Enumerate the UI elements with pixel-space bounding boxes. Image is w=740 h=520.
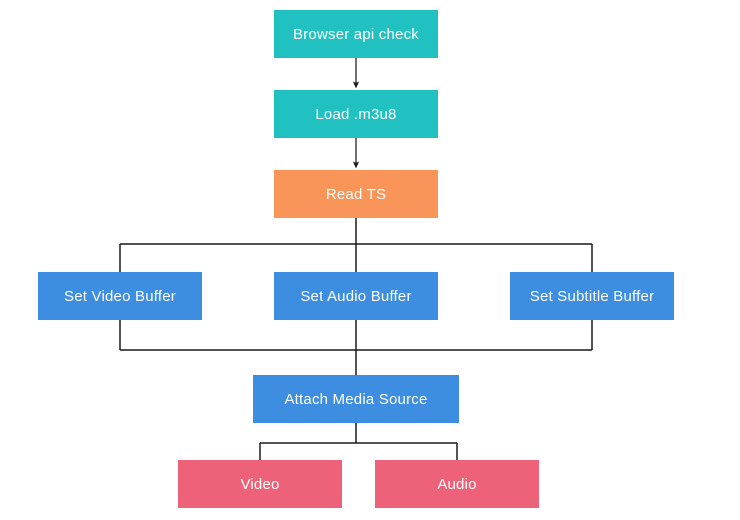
node-video[interactable]: Video	[178, 460, 342, 508]
node-audio[interactable]: Audio	[375, 460, 539, 508]
node-set-subtitle-buffer[interactable]: Set Subtitle Buffer	[510, 272, 674, 320]
node-read-ts[interactable]: Read TS	[274, 170, 438, 218]
node-set-video-buffer[interactable]: Set Video Buffer	[38, 272, 202, 320]
node-load-m3u8[interactable]: Load .m3u8	[274, 90, 438, 138]
node-set-audio-buffer[interactable]: Set Audio Buffer	[274, 272, 438, 320]
node-attach-media-source[interactable]: Attach Media Source	[253, 375, 459, 423]
node-browser-api-check[interactable]: Browser api check	[274, 10, 438, 58]
